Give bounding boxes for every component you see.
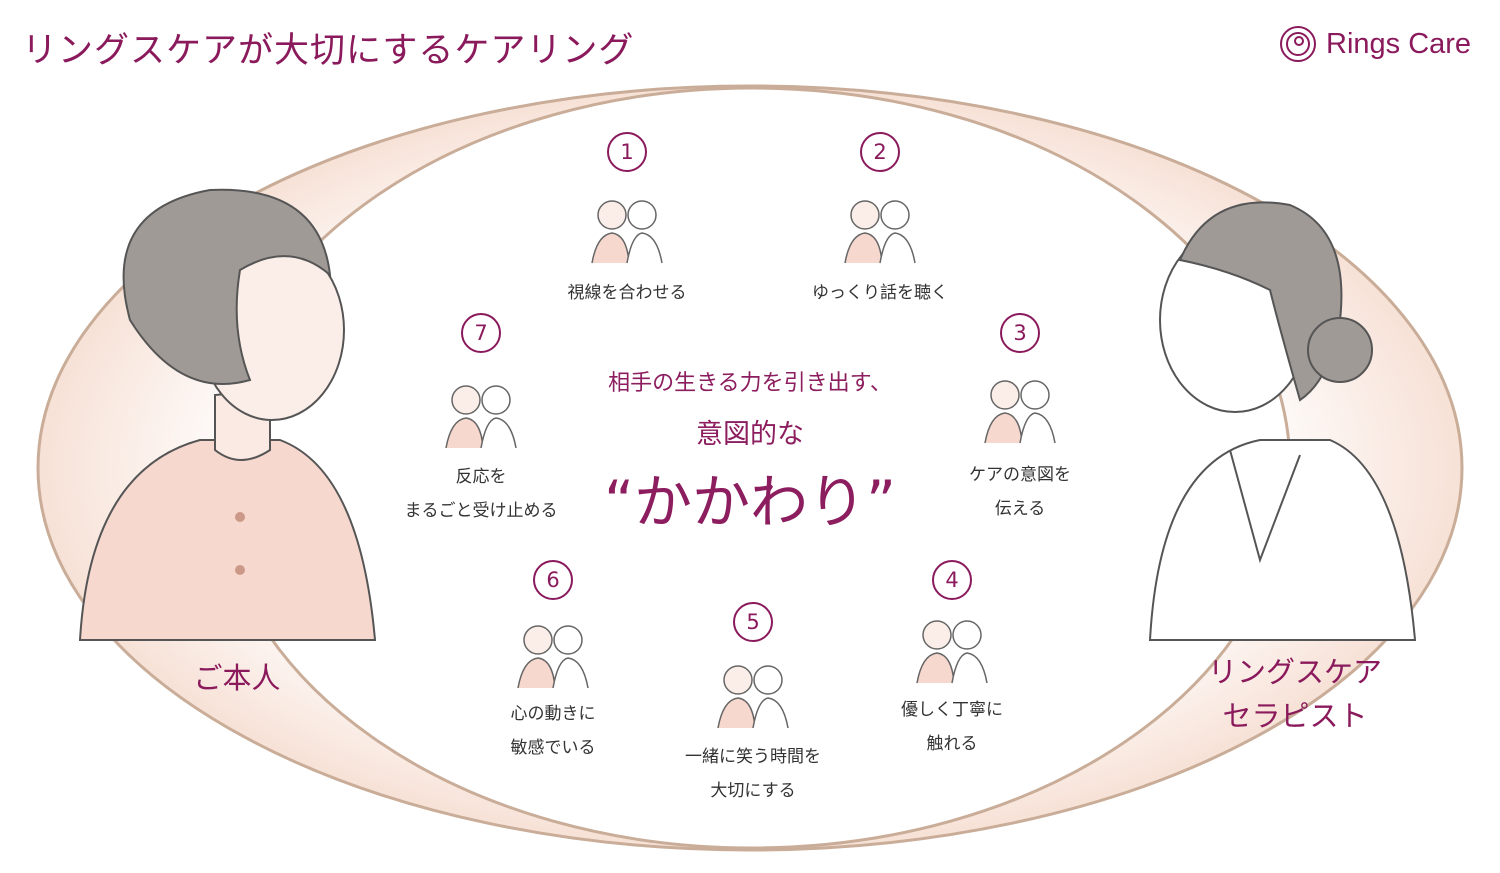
step-label-line: ゆっくり話を聴く	[812, 283, 948, 303]
step-number-7: 7	[461, 313, 501, 353]
center-line2: 意図的な	[696, 419, 804, 450]
step-label-4: 優しく丁寧に触れる	[901, 693, 1003, 761]
eye-contact-icon	[591, 200, 663, 264]
page-title: リングスケアが大切にするケアリング	[22, 31, 635, 71]
step-label-6: 心の動きに敏感でいる	[511, 697, 596, 765]
client-label: ご本人	[193, 661, 281, 695]
step-label-line: 触れる	[926, 734, 978, 754]
therapist-label-line1: リングスケア	[1207, 655, 1383, 689]
hug-heart-icon	[445, 385, 517, 449]
step-label-line: 伝える	[994, 499, 1046, 519]
step-label-line: ケアの意図を	[969, 465, 1071, 485]
step-label-1: 視線を合わせる	[568, 276, 687, 310]
therapist-illustration	[1148, 201, 1417, 641]
step-label-line: 優しく丁寧に	[901, 700, 1003, 720]
laughing-faces-icon	[717, 665, 789, 729]
rings-care-logo: Rings Care	[1278, 24, 1471, 64]
step-label-5: 一緒に笑う時間を大切にする	[685, 740, 821, 808]
center-headline: “かかわり”	[603, 468, 897, 536]
step-label-2: ゆっくり話を聴く	[812, 276, 948, 310]
step-number-6: 6	[533, 560, 573, 600]
step-number-2: 2	[860, 132, 900, 172]
step-number-1: 1	[607, 132, 647, 172]
step-label-line: 一緒に笑う時間を	[685, 747, 821, 767]
step-number-4: 4	[932, 560, 972, 600]
magnifier-heart-icon	[517, 625, 589, 689]
step-label-line: まるごと受け止める	[404, 501, 558, 521]
step-label-3: ケアの意図を伝える	[969, 458, 1071, 526]
step-number-3: 3	[1000, 313, 1040, 353]
center-line1: 相手の生きる力を引き出す、	[608, 371, 892, 396]
rings-logo-icon	[1280, 26, 1316, 62]
step-number-5: 5	[733, 602, 773, 642]
holding-hands-icon	[916, 620, 988, 684]
client-illustration	[78, 188, 377, 641]
step-label-line: 心の動きに	[510, 704, 596, 724]
conversation-icon	[844, 200, 916, 264]
step-label-line: 大切にする	[710, 781, 796, 801]
heart-in-hand-icon	[984, 380, 1056, 444]
step-label-line: 反応を	[455, 467, 507, 487]
step-label-line: 視線を合わせる	[567, 283, 687, 303]
therapist-label-line2: セラピスト	[1222, 699, 1368, 733]
step-label-7: 反応をまるごと受け止める	[405, 460, 558, 528]
step-label-line: 敏感でいる	[510, 738, 596, 758]
logo-text: Rings Care	[1326, 27, 1472, 60]
